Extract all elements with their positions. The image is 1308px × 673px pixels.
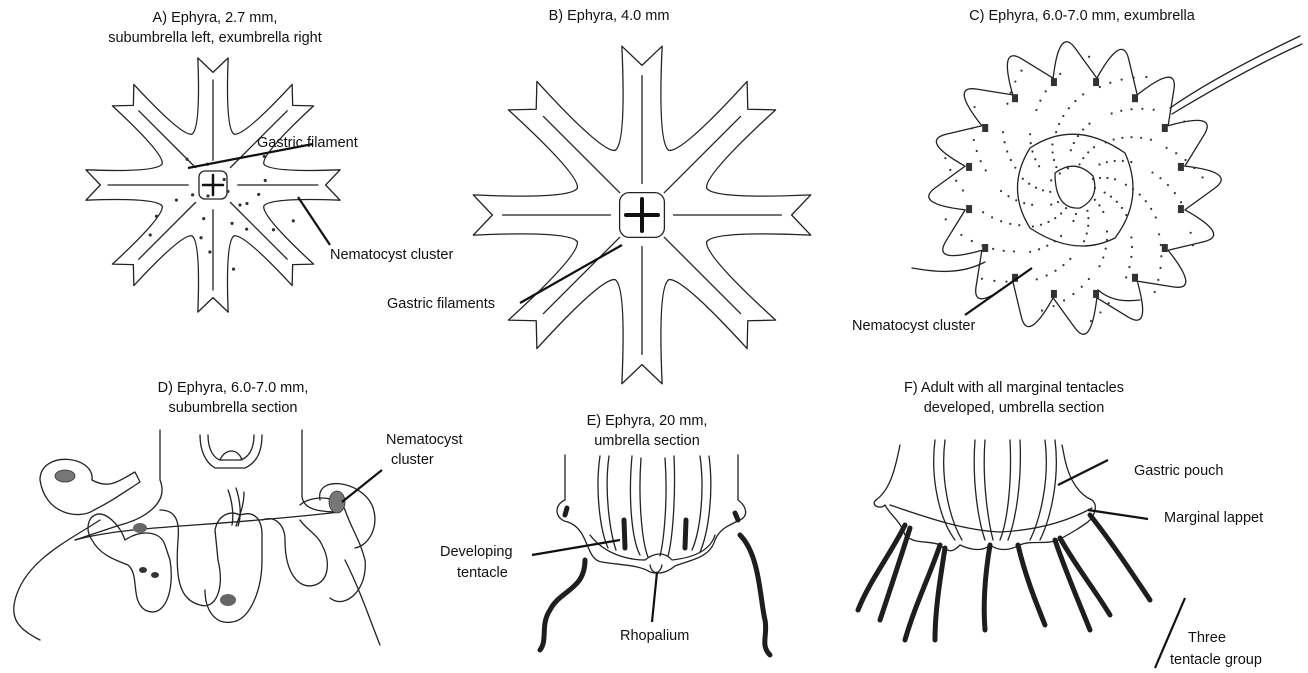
rhopalium-label: Rhopalium	[620, 628, 689, 644]
subumbrella-section-drawing	[14, 430, 380, 645]
panel-f: F) Adult with all marginal tentacles dev…	[858, 380, 1263, 668]
panel-e-title-line2: umbrella section	[594, 433, 700, 449]
panel-e: E) Ephyra, 20 mm, umbrella section	[440, 413, 770, 655]
panel-d: D) Ephyra, 6.0-7.0 mm, subumbrella secti…	[14, 380, 463, 645]
gastric-filaments-leader	[520, 245, 622, 303]
ephyra-20mm-umbrella-drawing	[540, 455, 770, 655]
panel-e-title-line1: E) Ephyra, 20 mm,	[587, 413, 708, 429]
gastric-pouch-label: Gastric pouch	[1134, 463, 1223, 479]
nematocyst-cluster-label-d-line1: Nematocyst	[386, 432, 463, 448]
panel-a: A) Ephyra, 2.7 mm, subumbrella left, exu…	[86, 10, 454, 312]
panel-a-title-line1: A) Ephyra, 2.7 mm,	[153, 10, 278, 26]
ephyra-6-7mm-exumbrella-drawing	[929, 42, 1221, 334]
gastric-filaments-label: Gastric filaments	[387, 296, 495, 312]
panel-f-title-line2: developed, umbrella section	[924, 400, 1105, 416]
nematocyst-cluster-label-a: Nematocyst cluster	[330, 247, 453, 263]
panel-d-title-line1: D) Ephyra, 6.0-7.0 mm,	[158, 380, 309, 396]
trailing-tentacle-lower	[1098, 290, 1140, 301]
trailing-tentacle-left	[912, 262, 985, 271]
panel-c: C) Ephyra, 6.0-7.0 mm, exumbrella Nemato…	[852, 8, 1302, 334]
panel-f-title-line1: F) Adult with all marginal tentacles	[904, 380, 1124, 396]
panel-b: B) Ephyra, 4.0 mm Gastric filaments	[387, 8, 811, 384]
marginal-lappet-leader	[1088, 510, 1148, 519]
marginal-lappet-label: Marginal lappet	[1164, 510, 1263, 526]
developing-tentacle-label-line1: Developing	[440, 544, 513, 560]
trailing-tentacle-upper	[1170, 36, 1300, 108]
panel-b-title: B) Ephyra, 4.0 mm	[549, 8, 670, 24]
rhopalium-leader	[652, 572, 657, 622]
adult-umbrella-section-drawing	[858, 440, 1150, 640]
ephyra-2-7mm-drawing	[86, 58, 340, 312]
nematocyst-cluster-label-d-line2: cluster	[391, 452, 434, 468]
trailing-tentacle-upper-2	[1172, 44, 1302, 114]
ephyra-4-0mm-drawing	[473, 46, 811, 384]
panel-a-title-line2: subumbrella left, exumbrella right	[108, 30, 322, 46]
nematocyst-cluster-label-c: Nematocyst cluster	[852, 318, 975, 334]
three-tentacle-group-label-line1: Three	[1188, 630, 1226, 646]
three-tentacle-group-label-line2: tentacle group	[1170, 652, 1262, 668]
nematocyst-cluster-leader-a	[298, 197, 330, 245]
panel-c-title: C) Ephyra, 6.0-7.0 mm, exumbrella	[969, 8, 1196, 24]
gastric-filament-label: Gastric filament	[257, 135, 358, 151]
panel-d-title-line2: subumbrella section	[169, 400, 298, 416]
developing-tentacle-label-line2: tentacle	[457, 565, 508, 581]
developing-tentacle-leader	[532, 540, 620, 555]
